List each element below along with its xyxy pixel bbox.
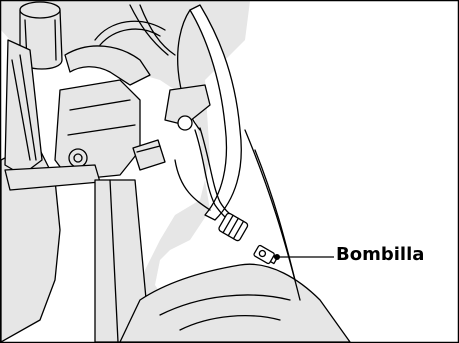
bulb-socket — [218, 212, 249, 241]
bracket-horizontal — [5, 165, 100, 190]
socket-screw — [178, 116, 192, 130]
tube-top-cap — [20, 2, 60, 18]
callout-dot — [274, 254, 280, 260]
bolt-center — [69, 149, 87, 167]
callout-label-bulb: Bombilla — [336, 243, 424, 267]
